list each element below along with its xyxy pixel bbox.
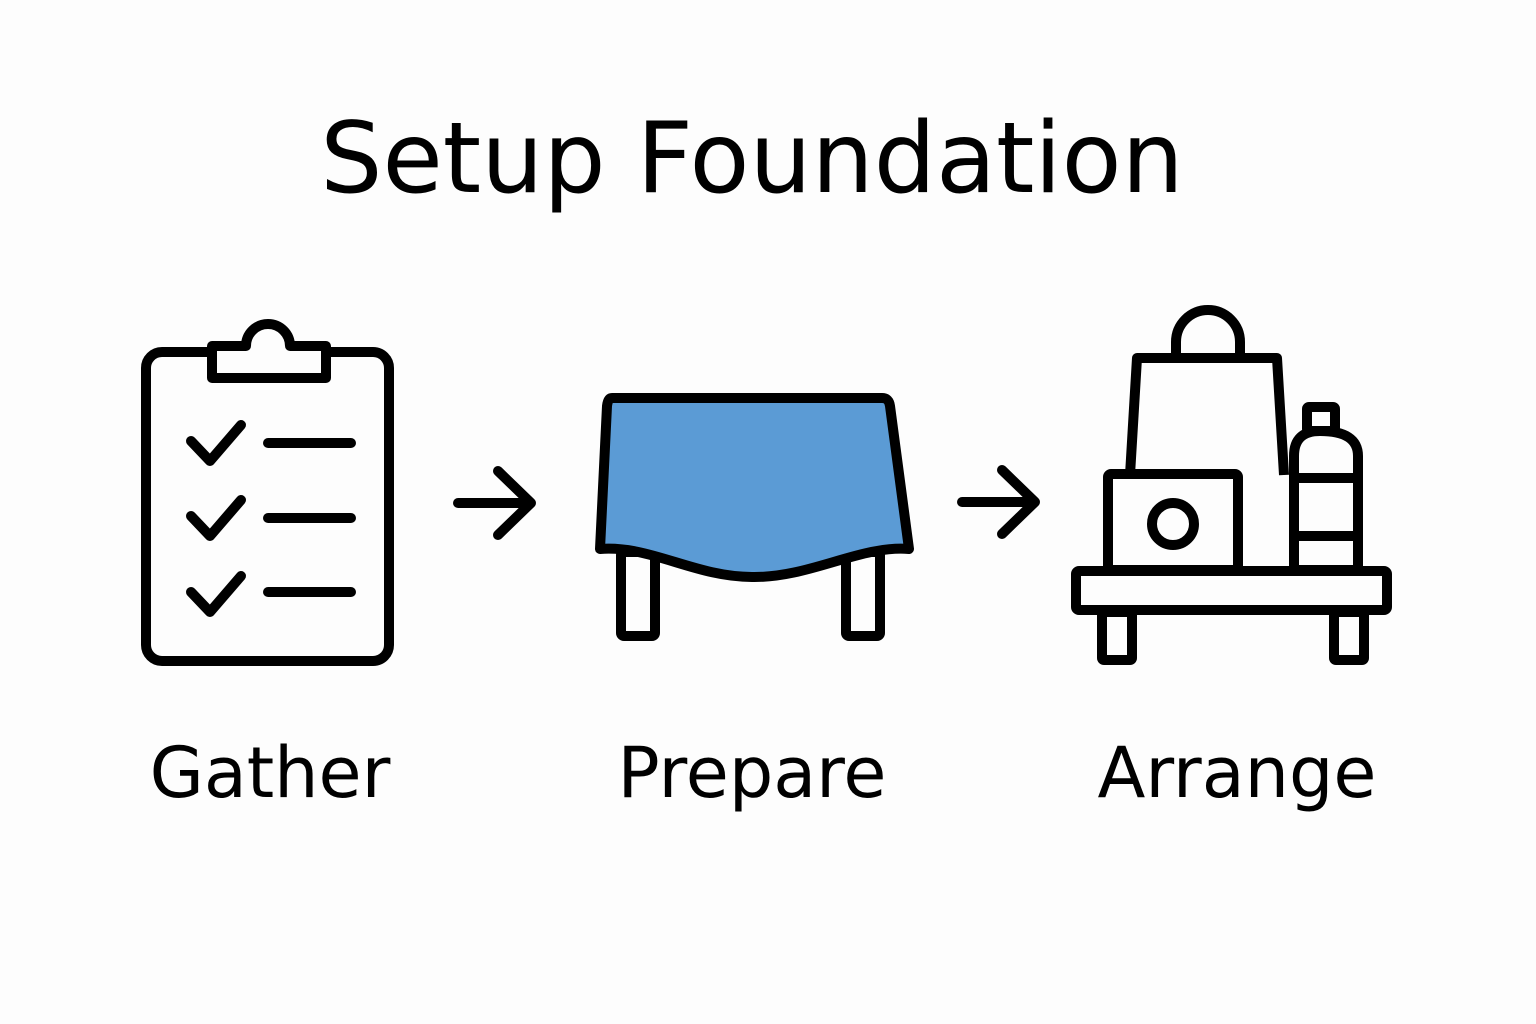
arrow-right-icon xyxy=(957,465,1040,539)
diagram-title: Setup Foundation xyxy=(320,102,1183,216)
shelf-with-items-icon xyxy=(1071,305,1392,665)
covered-table-icon xyxy=(595,393,914,641)
step-label-arrange: Arrange xyxy=(1098,732,1377,814)
step-label-gather: Gather xyxy=(150,732,391,814)
arrow-right-icon xyxy=(453,466,536,540)
clipboard-checklist-icon xyxy=(141,319,394,666)
step-label-prepare: Prepare xyxy=(618,732,887,814)
